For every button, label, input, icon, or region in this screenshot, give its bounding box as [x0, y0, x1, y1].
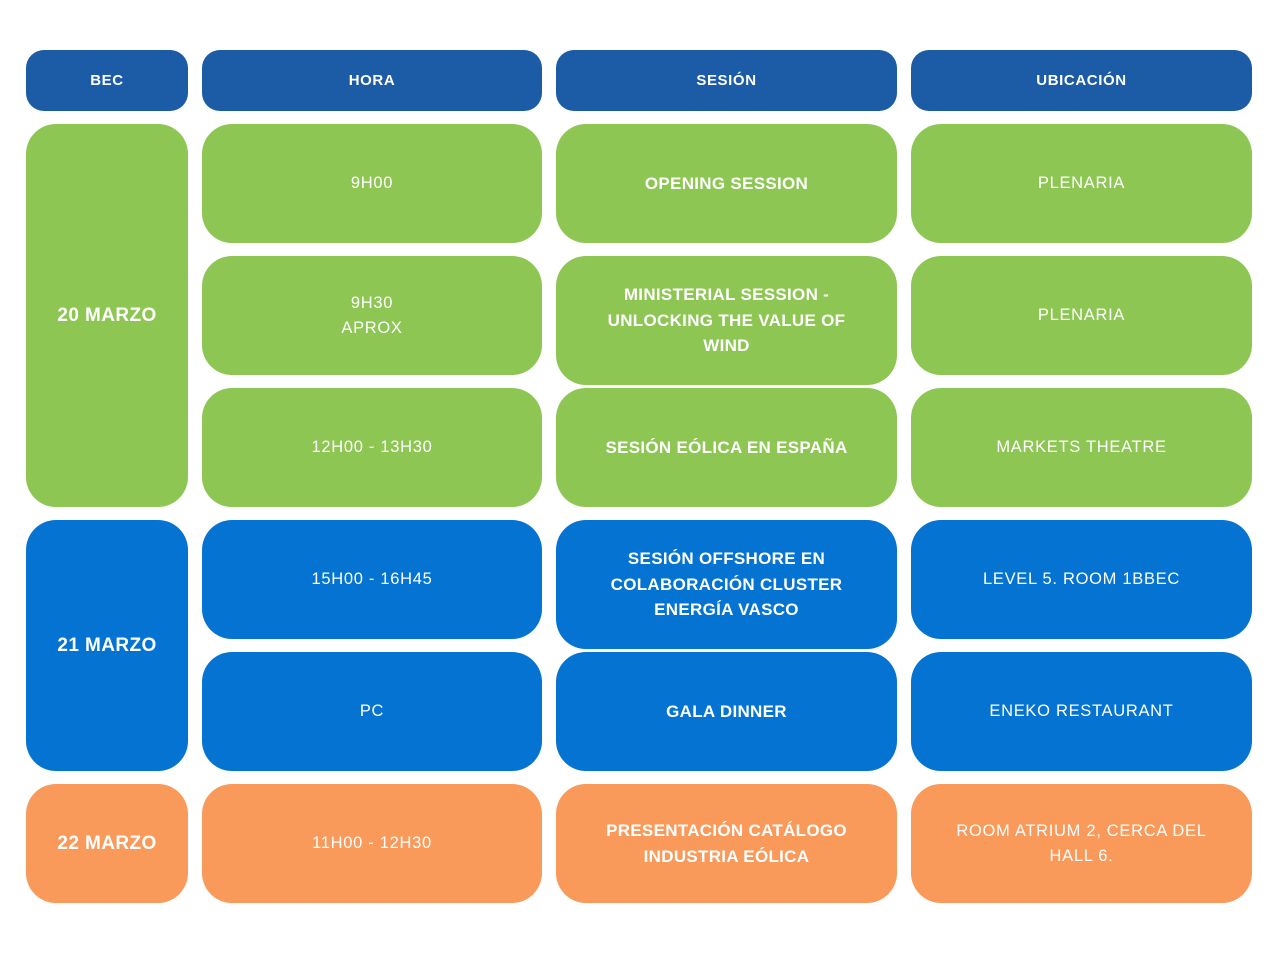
location-cell-presentacion-catalogo: ROOM ATRIUM 2, CERCA DEL HALL 6.	[911, 784, 1252, 903]
column-header-hora: HORA	[202, 50, 542, 111]
location-cell-sesion-offshore: LEVEL 5. ROOM 1BBEC	[911, 520, 1252, 639]
time-cell-gala-dinner: PC	[202, 652, 542, 771]
time-cell-sesion-offshore: 15H00 - 16H45	[202, 520, 542, 639]
session-cell-gala-dinner: GALA DINNER	[556, 652, 897, 771]
session-cell-sesion-eolica: SESIÓN EÓLICA EN ESPAÑA	[556, 388, 897, 507]
agenda-table: BEC HORA SESIÓN UBICACIÓN 20 MARZO 9H00 …	[26, 50, 1252, 903]
column-header-sesion: SESIÓN	[556, 50, 897, 111]
session-cell-presentacion-catalogo: PRESENTACIÓN CATÁLOGO INDUSTRIA EÓLICA	[556, 784, 897, 903]
date-cell-21-marzo: 21 MARZO	[26, 520, 188, 771]
date-cell-22-marzo: 22 MARZO	[26, 784, 188, 903]
session-cell-opening-session: OPENING SESSION	[556, 124, 897, 243]
location-cell-sesion-eolica: MARKETS THEATRE	[911, 388, 1252, 507]
location-cell-opening-session: PLENARIA	[911, 124, 1252, 243]
session-cell-ministerial-session: MINISTERIAL SESSION - UNLOCKING THE VALU…	[556, 256, 897, 385]
time-cell-opening-session: 9H00	[202, 124, 542, 243]
date-cell-20-marzo: 20 MARZO	[26, 124, 188, 507]
column-header-bec: BEC	[26, 50, 188, 111]
time-cell-ministerial-session: 9H30 APROX	[202, 256, 542, 375]
location-cell-ministerial-session: PLENARIA	[911, 256, 1252, 375]
session-cell-sesion-offshore: SESIÓN OFFSHORE EN COLABORACIÓN CLUSTER …	[556, 520, 897, 649]
time-cell-presentacion-catalogo: 11H00 - 12H30	[202, 784, 542, 903]
time-cell-sesion-eolica: 12H00 - 13H30	[202, 388, 542, 507]
location-cell-gala-dinner: ENEKO RESTAURANT	[911, 652, 1252, 771]
column-header-ubicacion: UBICACIÓN	[911, 50, 1252, 111]
